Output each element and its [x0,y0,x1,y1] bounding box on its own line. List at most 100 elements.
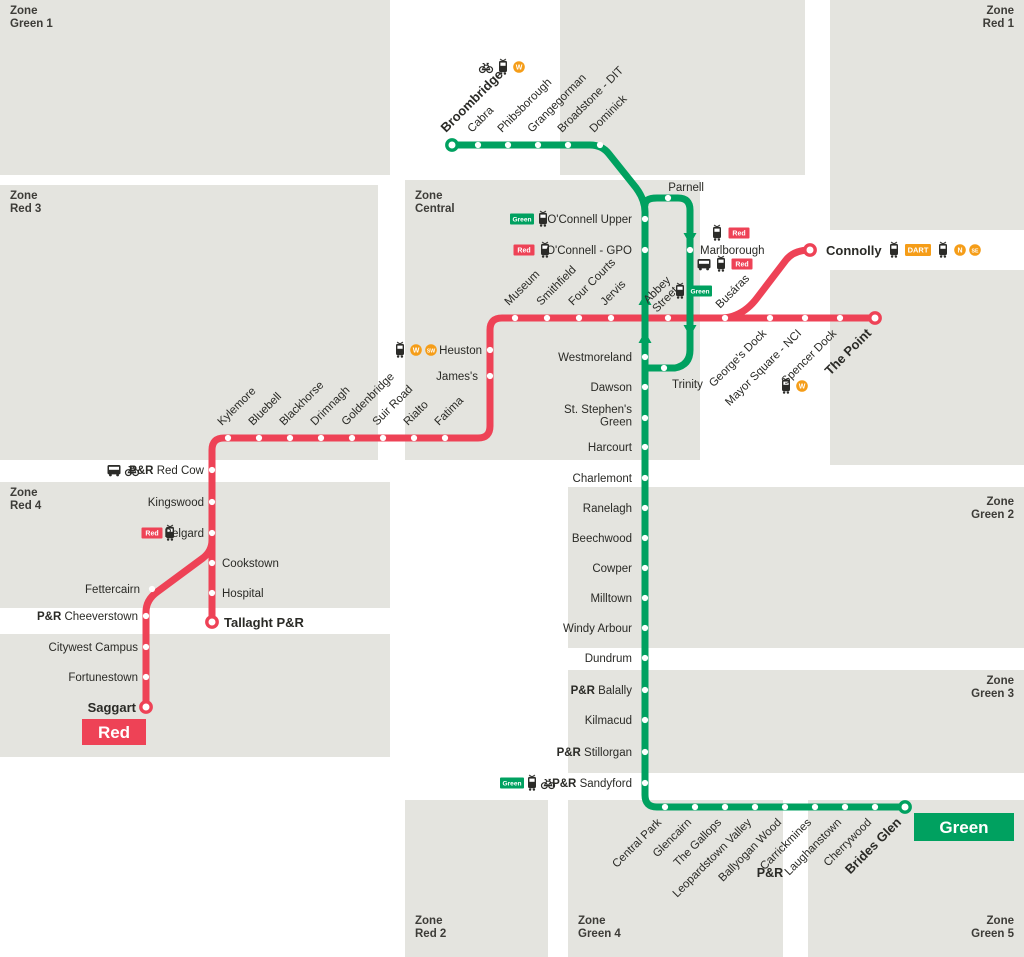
train-part [528,774,536,778]
badge-green-part: Green [690,289,709,296]
train-part [396,343,404,356]
badge-red-part [141,527,163,539]
station-dot-georges-dock [766,314,774,322]
train-part [529,778,535,782]
train-part [718,259,724,263]
badge-red-icon: Red [513,244,535,256]
badge-red-part: Red [517,248,530,255]
station-dot-saggart [139,700,153,714]
train-part [170,538,174,541]
bus-part [699,260,709,264]
station-dot-glencairn [691,803,699,811]
station-label-oconnell-upper: O'Connell Upper [547,214,632,226]
bike-icon [540,778,556,790]
train-part [539,212,547,225]
train-part [943,255,947,258]
station-dot-parnell [664,194,672,202]
train-part [528,776,536,789]
train-part [396,341,404,345]
station-label-kingswood: Kingswood [148,497,204,509]
train-icon [166,524,174,541]
station-dot-mayor-square-nci [801,314,809,322]
bus-part [706,267,709,271]
direction-arrow-up [638,293,652,305]
station-dot-blackhorse [286,434,294,442]
station-label-balally: P&R Balally [571,685,633,697]
station-dot-rialto [410,434,418,442]
station-dot-abbey-street [664,314,672,322]
station-dot-kylemore [224,434,232,442]
station-dot-marlborough [686,246,694,254]
zone-boundary-corridor [0,608,390,634]
station-dot-hospital [208,589,216,597]
station-dot-citywest-campus [142,643,150,651]
red-line-path [142,536,216,711]
station-dot-trinity [660,364,668,372]
station-label-red-cow: P&R Red Cow [129,465,204,477]
bus-icon [697,259,711,271]
badge-red-icon: Red [141,527,163,539]
bike-part [127,467,137,474]
station-label-georges-dock: George's Dock [707,327,769,389]
station-label-cookstown: Cookstown [222,558,279,570]
station-dot-kingswood [208,498,216,506]
station-dot-museum [511,314,519,322]
train-part [786,391,790,394]
station-dot-ballyogan-wood [781,803,789,811]
direction-arrow-down [683,325,697,337]
station-dot-tallaght [205,615,219,629]
badge-red-part: Red [145,531,158,538]
station-dot-goldenbridge [348,434,356,442]
station-dot-belgard [208,529,216,537]
station-label-milltown: Milltown [590,593,632,605]
bike-part [481,64,491,71]
bus-icon [107,465,121,477]
badge-red-icon: Red [728,227,750,239]
train-part [890,243,898,256]
station-dot-harcourt [641,443,649,451]
annotation-carrickmines-park-and-ride: P&R [757,866,783,880]
station-dot-suir-road [379,434,387,442]
train-part [717,255,725,259]
station-dot-ranelagh [641,504,649,512]
train-part [499,60,507,73]
train-part [542,245,548,249]
station-label-belgard: Belgard [164,528,204,540]
station-label-westmoreland: Westmoreland [558,352,632,364]
train-part [713,226,721,239]
zone-rect-zone-green-4 [568,800,783,957]
station-dot-oconnell-gpo [641,246,649,254]
station-dot-st-stephens-green [641,414,649,422]
train-icon [713,224,721,241]
bike-part [543,780,553,787]
train-part [894,255,898,258]
station-dot-kilmacud [641,716,649,724]
train-part [400,355,404,358]
circle-w-icon: W [410,344,422,356]
circle-w-part: W [413,347,420,354]
bike-part [128,465,135,469]
station-dot-charlemont [641,474,649,482]
circle-w-part [513,61,525,73]
station-dot-fortunestown [142,673,150,681]
station-dot-drimnagh [317,434,325,442]
station-dot-stillorgan [641,748,649,756]
zone-rect-zone-green-1 [0,0,390,175]
station-dot-balally [641,686,649,694]
train-part [782,391,786,394]
station-dot-cherrywood [871,803,879,811]
station-dot-four-courts [575,314,583,322]
station-dot-cowper [641,564,649,572]
train-part [783,381,789,385]
station-label-jamess: James's [436,371,478,383]
station-label-parnell: Parnell [668,182,704,194]
train-part [541,255,545,258]
circle-w-part [410,344,422,356]
train-part [939,255,943,258]
red-line-path [208,314,879,626]
station-dot-beechwood [641,534,649,542]
badge-green-part: Green [512,217,531,224]
